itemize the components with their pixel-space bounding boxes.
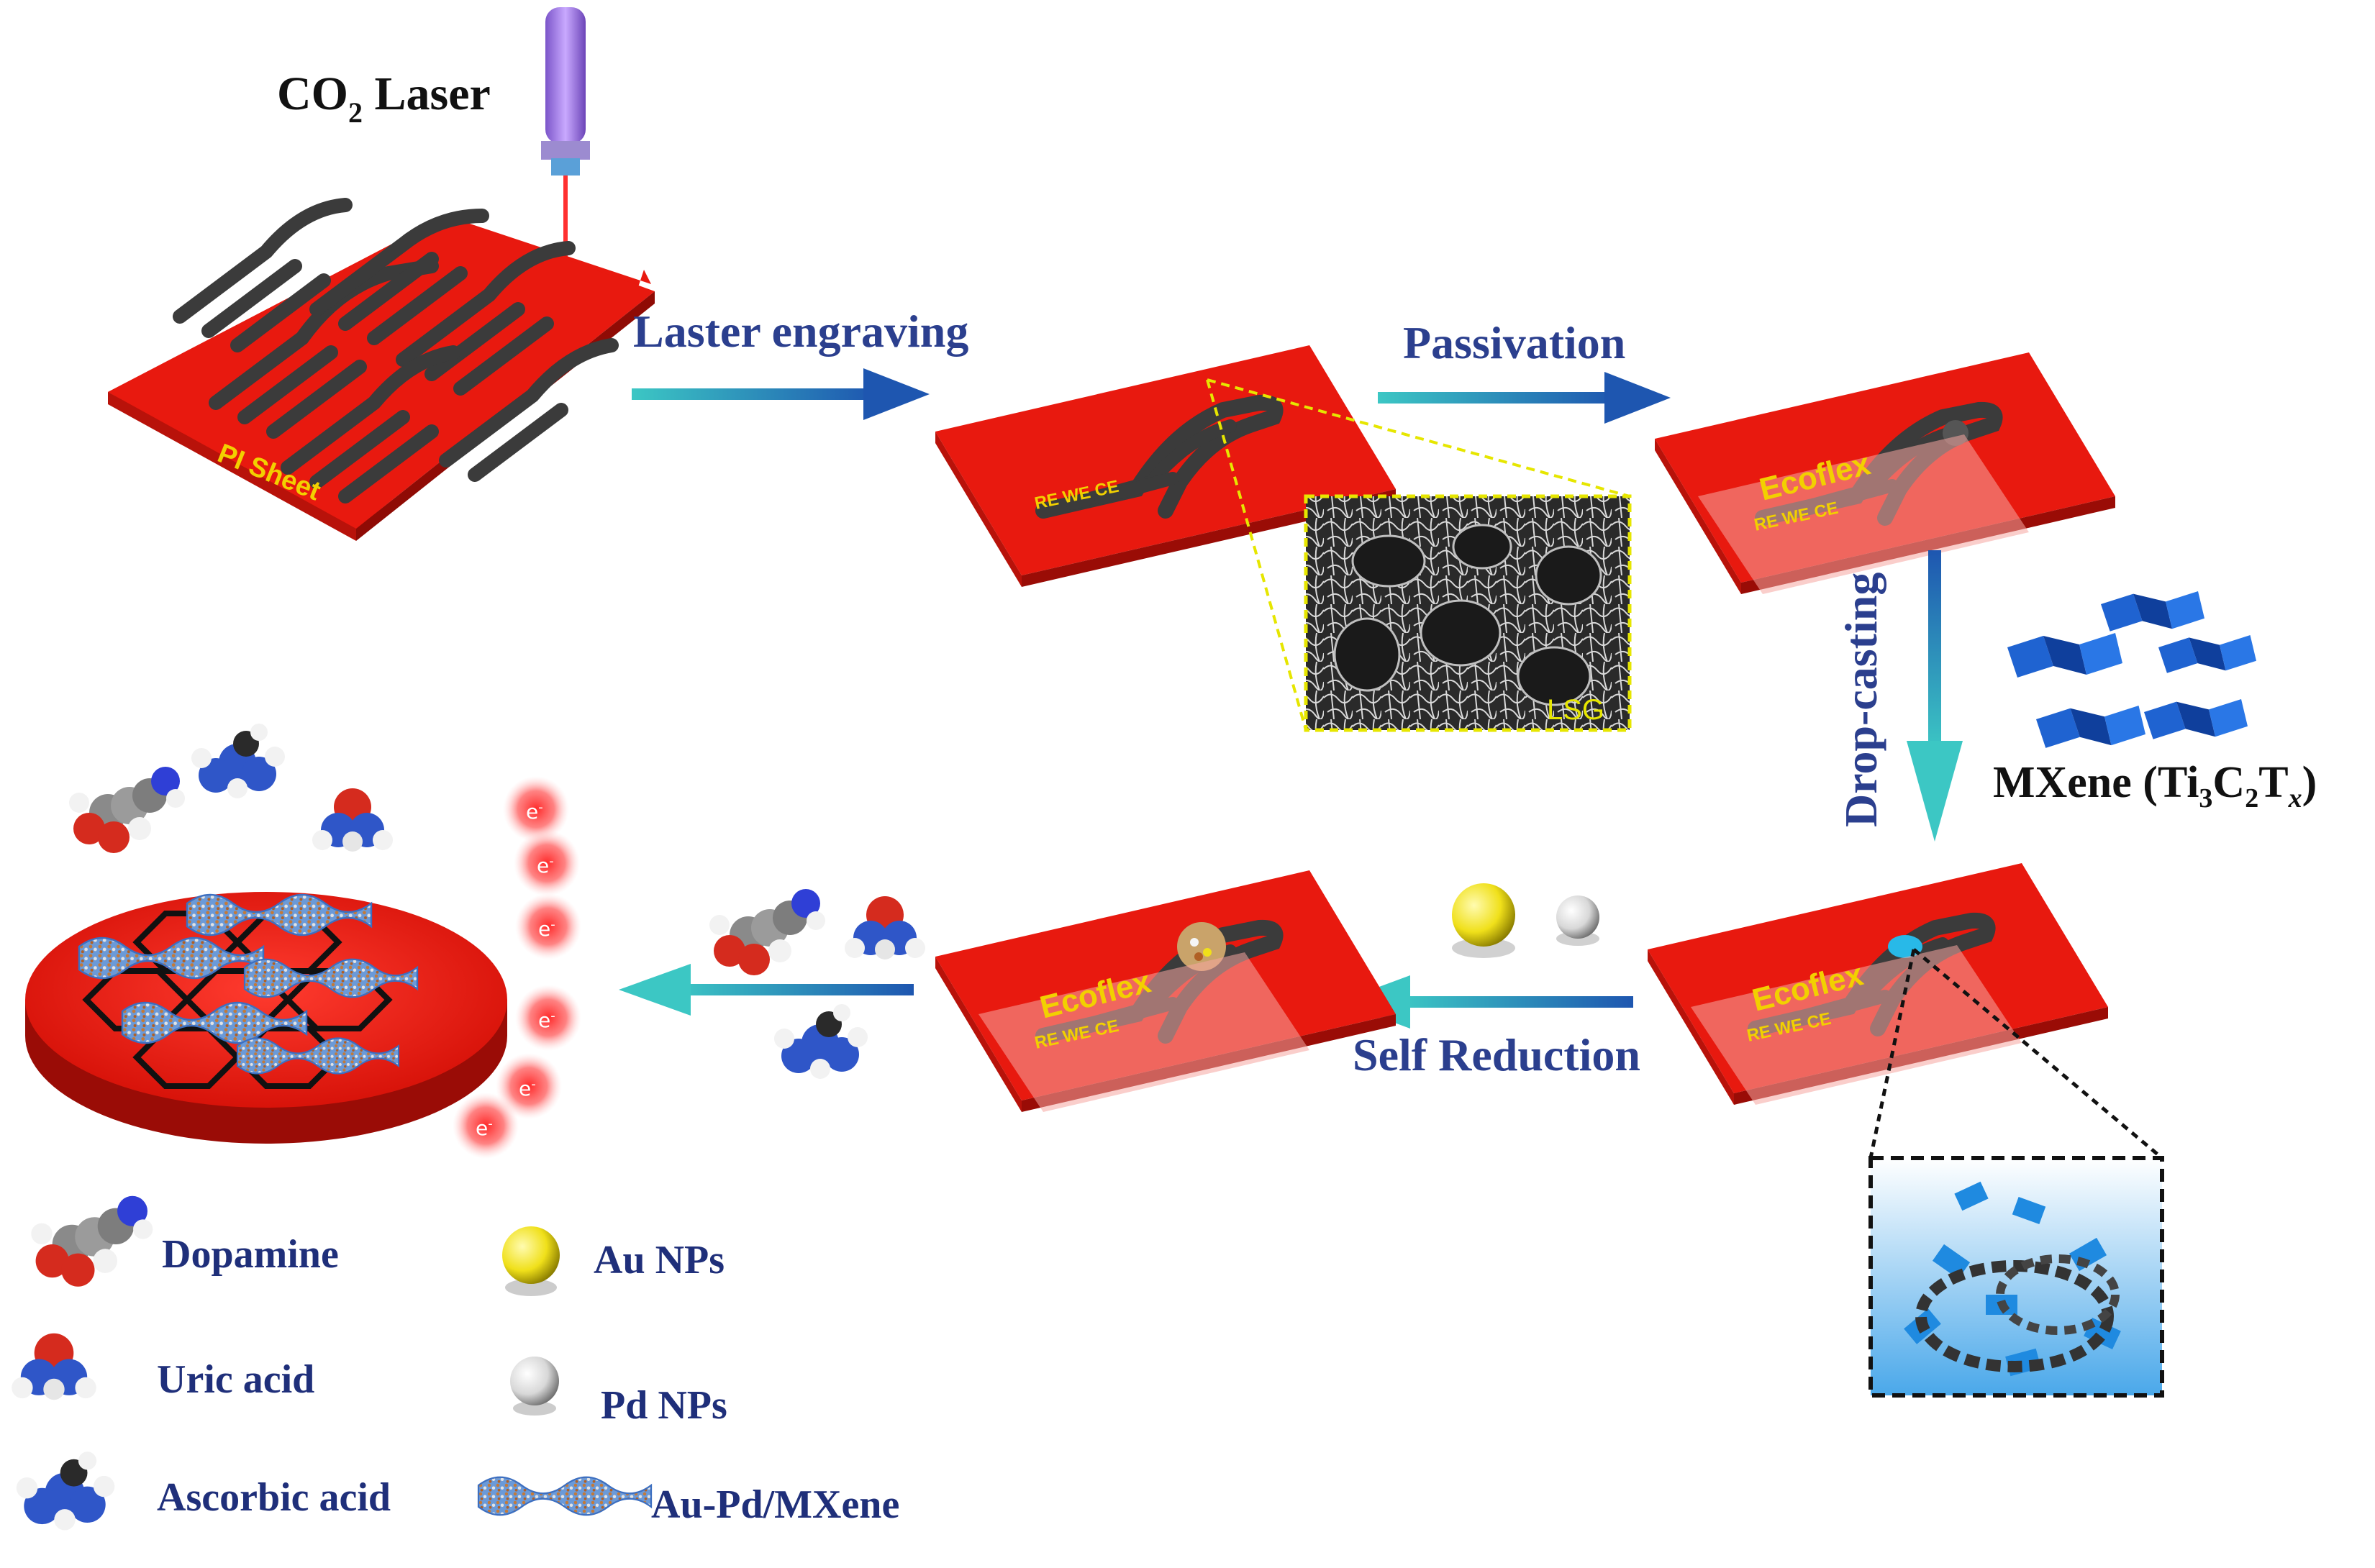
- svg-text:e-: e-: [476, 1116, 493, 1140]
- svg-text:CO2 Laser: CO2 Laser: [277, 68, 491, 129]
- disc-molecule-uric: [312, 788, 393, 852]
- legend-au-pd-mxene: Au-Pd/MXene: [651, 1482, 899, 1527]
- zoom-lines-lsg: [1206, 378, 1630, 731]
- legend-au-nps: Au NPs: [594, 1238, 725, 1282]
- legend: Dopamine Uric acid Ascorbic acid Au NPs …: [12, 1195, 899, 1531]
- svg-text:e-: e-: [537, 854, 554, 878]
- sensing-disc: [25, 892, 507, 1144]
- arrow-drop-casting: [1907, 550, 1963, 842]
- legend-au-nps-icon: [502, 1226, 560, 1296]
- molecule-uric-acid-icon: [845, 896, 925, 960]
- mxene-flake-icon: [2007, 591, 2256, 748]
- step-label-passivation: Passivation: [1403, 317, 1625, 368]
- svg-text:e-: e-: [526, 800, 543, 824]
- arrow-passivation: [1378, 372, 1671, 424]
- mxene-zoom-box: [1868, 1156, 2164, 1398]
- step-label-self-reduction: Self Reduction: [1353, 1029, 1640, 1080]
- pi-sheet-substrate: PI Sheet: [108, 198, 655, 541]
- svg-text:e-: e-: [538, 917, 555, 941]
- pd-nanoparticle-icon: [1556, 895, 1599, 946]
- co2-laser-label: CO2 Laser: [277, 68, 491, 129]
- legend-pd-nps: Pd NPs: [601, 1383, 727, 1428]
- svg-text:e-: e-: [519, 1077, 536, 1100]
- legend-uric-acid-icon: [12, 1333, 96, 1400]
- arrow-laser-engraving: [632, 368, 930, 420]
- legend-ascorbic-acid: Ascorbic acid: [157, 1475, 391, 1520]
- lsg-label: LSG: [1547, 694, 1604, 726]
- disc-molecule-ascorbic: [191, 724, 285, 798]
- molecule-dopamine-icon: [709, 889, 825, 975]
- legend-pd-nps-icon: [510, 1357, 559, 1416]
- disc-molecule-dopamine: [69, 767, 185, 853]
- legend-uric-acid: Uric acid: [157, 1357, 314, 1402]
- lsg-sem-image: LSG: [1304, 494, 1632, 732]
- electrode-chip-au-pd-mxene: Ecoflex RE WE CE: [935, 870, 1396, 1112]
- electrode-chip-passivated: Ecoflex RE WE CE: [1655, 352, 2115, 594]
- molecule-ascorbic-acid-icon: [774, 1004, 868, 1079]
- legend-au-pd-mxene-icon: [477, 1476, 653, 1516]
- mxene-label: MXene (Ti3C2Tx): [1993, 758, 2317, 813]
- electrode-chip-mxene: Ecoflex RE WE CE: [1648, 863, 2108, 1105]
- electron-icon: e- e- e- e- e- e-: [453, 776, 581, 1159]
- step-label-laser-engraving: Laster engraving: [633, 306, 968, 357]
- step-label-drop-casting: Drop-casting: [1835, 573, 1886, 827]
- laser-icon: [541, 7, 590, 268]
- legend-dopamine: Dopamine: [162, 1232, 339, 1277]
- svg-text:e-: e-: [538, 1008, 555, 1032]
- zoom-lines-mxene: [1868, 948, 2163, 1159]
- au-nanoparticle-icon: [1452, 883, 1515, 958]
- legend-ascorbic-acid-icon: [16, 1451, 115, 1531]
- electrode-chip-engraved: RE WE CE: [935, 345, 1396, 587]
- arrow-detection: [619, 964, 914, 1016]
- legend-dopamine-icon: [31, 1195, 153, 1287]
